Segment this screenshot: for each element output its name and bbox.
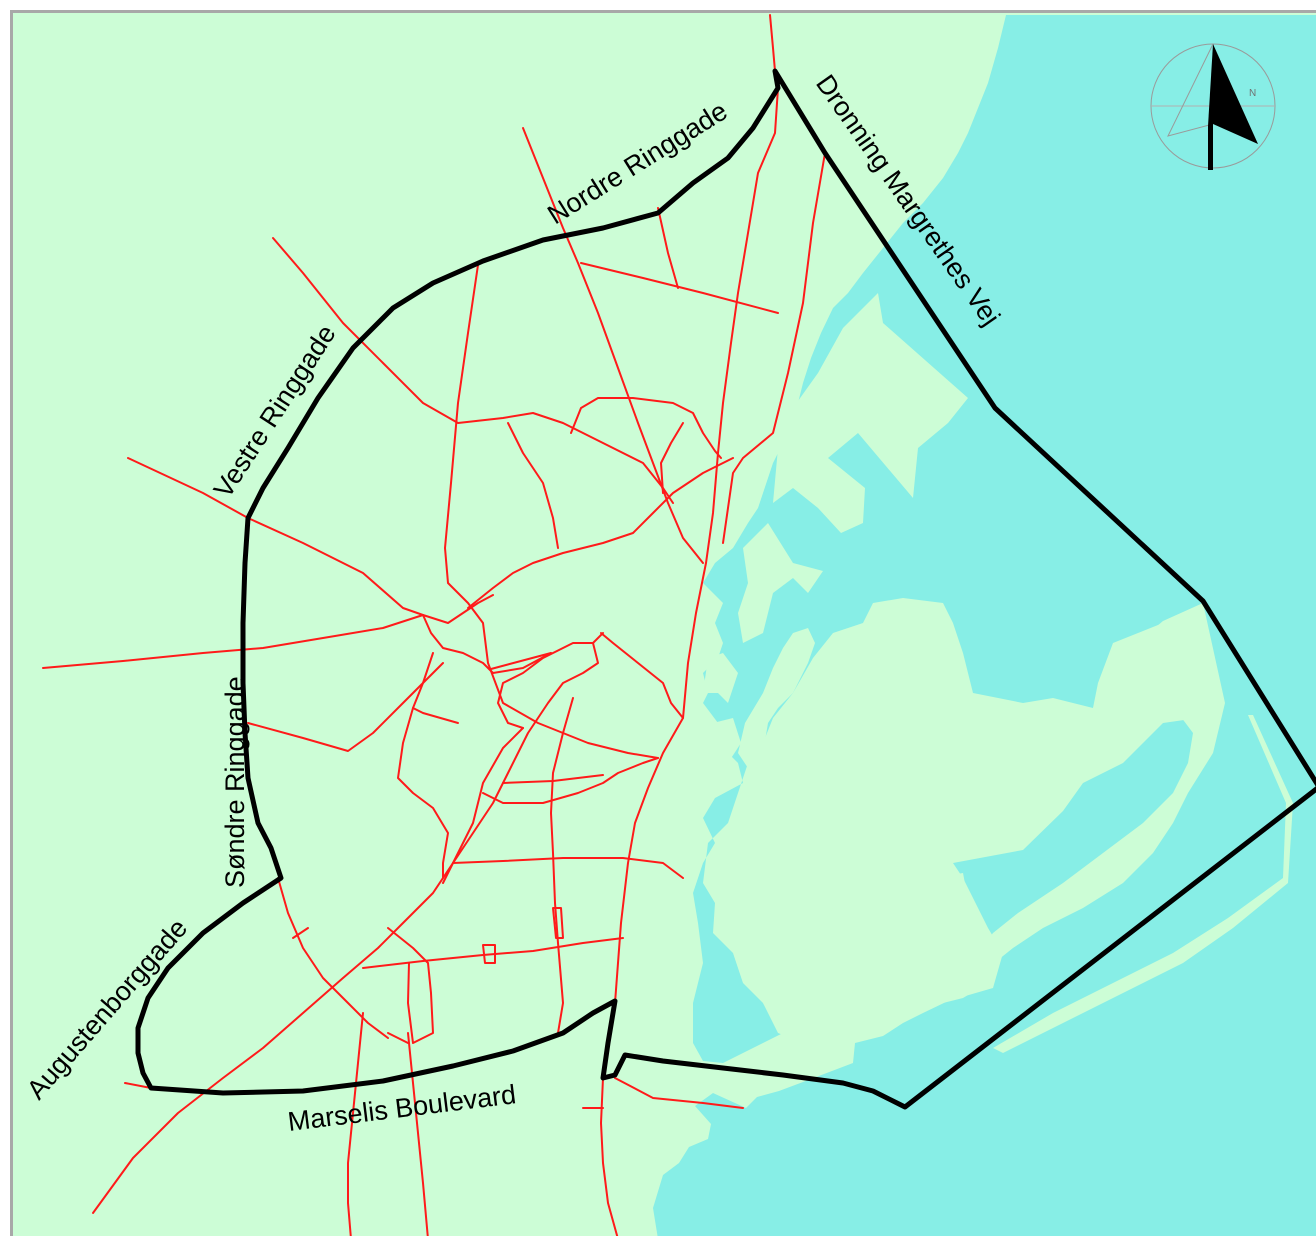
harbour-water: [653, 15, 1316, 1236]
harbour-piers: [703, 293, 1293, 1053]
inner-city-boundary: [135, 68, 1316, 1110]
street-network: [42, 14, 826, 1236]
map-frame: Nordre Ringgade Dronning Margrethes Vej …: [10, 10, 1316, 1236]
compass-north-letter: N: [1249, 88, 1256, 99]
label-sondre-ringgade: Søndre Ringgade: [220, 676, 250, 888]
city-map: Nordre Ringgade Dronning Margrethes Vej …: [13, 13, 1316, 1236]
north-arrow-icon: N: [1150, 43, 1276, 170]
